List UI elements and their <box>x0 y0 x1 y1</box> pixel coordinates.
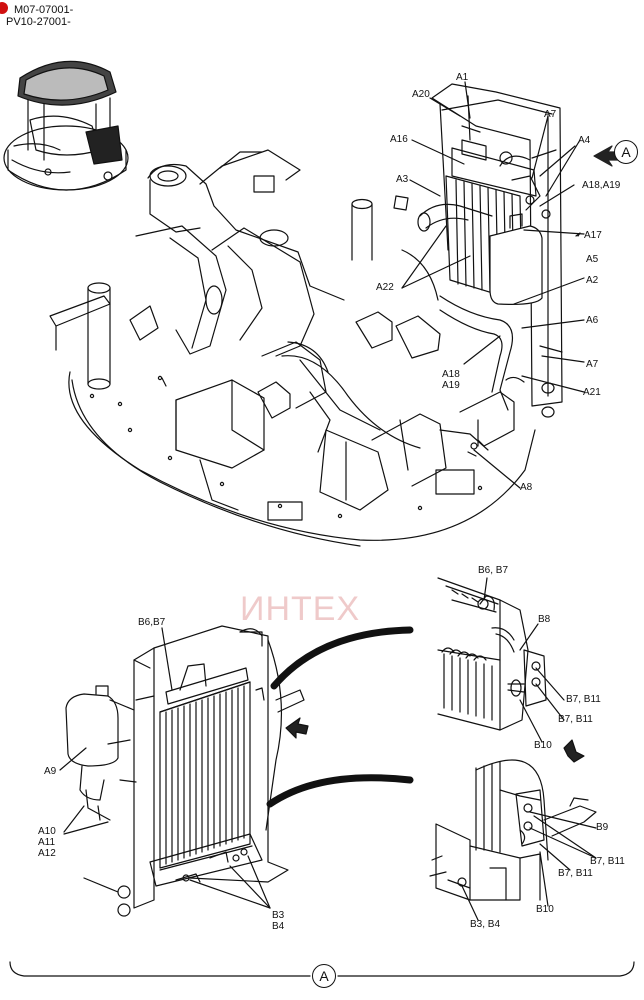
upper-frame-illustration <box>49 81 621 547</box>
callout-b6-b7-left: B6,B7 <box>138 617 166 628</box>
callout-a4: A4 <box>578 135 591 146</box>
callout-b8: B8 <box>538 614 551 625</box>
serial-line-2: PV10-27001- <box>6 16 71 28</box>
callout-a21: A21 <box>583 387 601 398</box>
callout-b3-b4-detail: B3, B4 <box>470 919 501 930</box>
detail-top-illustration <box>437 577 585 763</box>
callout-a7-bottom: A7 <box>586 359 599 370</box>
callout-b10-top: B10 <box>534 740 552 751</box>
machine-inset-illustration <box>3 60 129 191</box>
callout-a18-bottom: A18 <box>442 369 460 380</box>
callout-a17: A17 <box>584 230 602 241</box>
callout-a20: A20 <box>412 89 430 100</box>
callout-b9: B9 <box>596 822 609 833</box>
callout-a8: A8 <box>520 482 533 493</box>
callout-a16: A16 <box>390 134 408 145</box>
section-a-marker: A <box>312 964 336 988</box>
watermark-text: ИНТЕХ <box>240 590 361 628</box>
callout-a9: A9 <box>44 766 57 777</box>
callout-b7-b11-bottom-b: B7, B11 <box>558 868 593 879</box>
callout-a18-a19-top: A18,A19 <box>582 180 621 191</box>
callout-b7-b11-top-a: B7, B11 <box>566 694 601 705</box>
callout-a5-visible: A5 <box>586 254 599 265</box>
callout-b6-b7-detail: B6, B7 <box>478 565 509 576</box>
callout-b10-bottom: B10 <box>536 904 554 915</box>
callout-a6: A6 <box>586 315 599 326</box>
callout-b7-b11-bottom-a: B7, B11 <box>590 856 625 867</box>
lower-radiator-illustration <box>59 625 309 917</box>
callout-a10-a11-a12: A10 A11 A12 <box>38 826 56 859</box>
callout-a3: A3 <box>396 174 409 185</box>
callout-b7-b11-top-b: B7, B11 <box>558 714 593 725</box>
callout-a22: A22 <box>376 282 394 293</box>
view-a-marker: A <box>614 140 638 164</box>
callout-a1: A1 <box>456 72 469 83</box>
callout-a2: A2 <box>586 275 599 286</box>
callout-a7-top: A7 <box>544 109 557 120</box>
callout-b3-b4-left: B3 B4 <box>272 910 285 932</box>
callout-a19-bottom: A19 <box>442 380 460 391</box>
serial-line-1: M07-07001- <box>14 4 74 16</box>
detail-bottom-illustration <box>429 759 597 921</box>
